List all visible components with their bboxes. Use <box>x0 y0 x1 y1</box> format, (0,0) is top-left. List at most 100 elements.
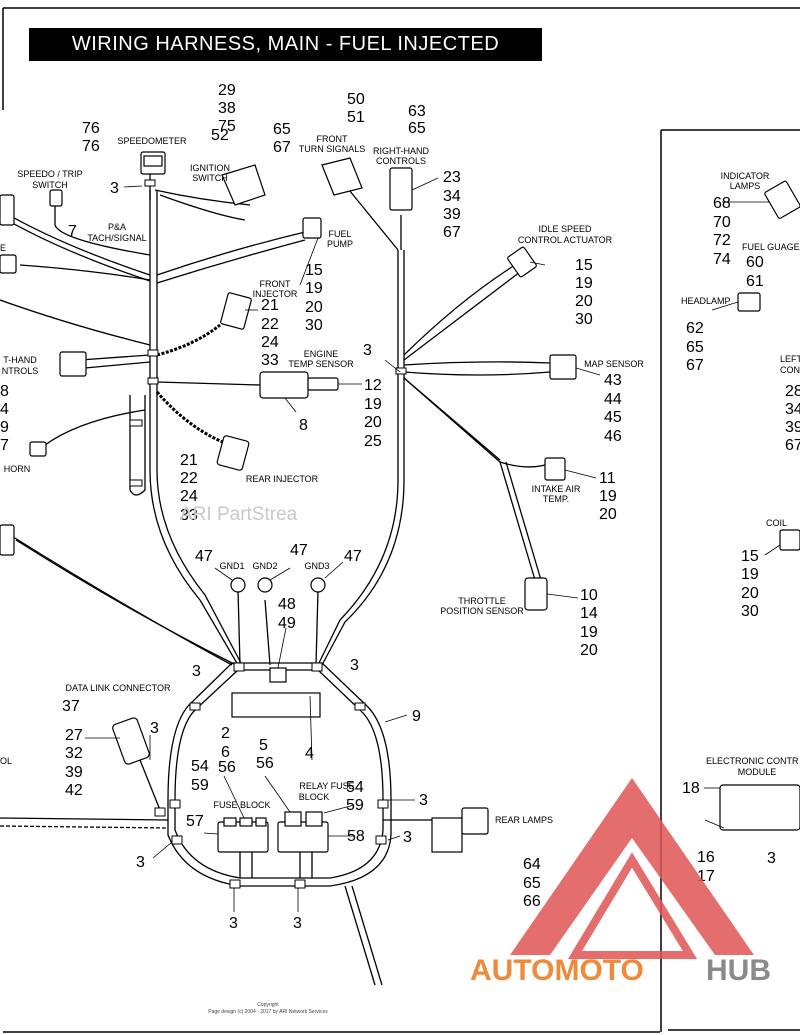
callout-et-20: 20 <box>364 414 382 431</box>
callout-relay-54: 54 <box>346 779 364 796</box>
callout-gnd-47b: 47 <box>290 542 308 559</box>
callout-50: 50 <box>347 91 365 108</box>
callout-lh-8: 8 <box>0 383 9 400</box>
callout-lc-28: 28 <box>785 383 800 400</box>
callout-relay-58: 58 <box>347 828 365 845</box>
label-ignition-switch-1: IGNITION <box>190 163 230 173</box>
callout-76b: 76 <box>82 138 100 155</box>
callout-75: 75 <box>218 118 236 135</box>
label-rear-lamps: REAR LAMPS <box>495 815 553 825</box>
callout-et-12: 12 <box>364 377 382 394</box>
callout-is-19: 19 <box>575 275 593 292</box>
callout-tps-20: 20 <box>580 642 598 659</box>
label-idle-speed-2: CONTROL ACTUATOR <box>518 235 613 245</box>
label-speedo-trip-switch-2: SWITCH <box>32 180 68 190</box>
callout-coil-30: 30 <box>741 603 759 620</box>
component-labels: SPEEDOMETER SPEEDO / TRIP SWITCH IGNITIO… <box>0 134 800 825</box>
label-ecm-2: MODULE <box>738 767 777 777</box>
label-indicator-lamps-1: INDICATOR <box>721 171 770 181</box>
callout-speedo-3: 3 <box>110 180 119 197</box>
callout-iat-11: 11 <box>599 470 616 487</box>
label-relay-fuse-block-1: RELAY FUSE <box>299 781 354 791</box>
label-left-controls-2: CON <box>780 365 800 375</box>
callout-et-19: 19 <box>364 396 382 413</box>
logo-triangle-icon <box>510 778 754 955</box>
callout-dlc-27: 27 <box>65 727 83 744</box>
callout-is-15: 15 <box>575 257 593 274</box>
callout-52: 52 <box>211 127 229 144</box>
callout-fp-30: 30 <box>305 317 323 334</box>
callout-fuse-56: 56 <box>218 759 236 776</box>
callout-ecm-16: 16 <box>697 849 715 866</box>
callout-2: 2 <box>221 725 230 742</box>
callout-ecm-18: 18 <box>682 780 700 797</box>
callout-63: 63 <box>408 103 426 120</box>
callout-center-3: 3 <box>363 342 372 359</box>
callout-rl-64: 64 <box>523 856 541 873</box>
callout-38: 38 <box>218 100 236 117</box>
callout-9: 9 <box>412 708 421 725</box>
label-front-turn-signals-2: TURN SIGNALS <box>299 144 366 154</box>
callout-dlc-39: 39 <box>65 764 83 781</box>
label-ecm-1: ELECTRONIC CONTR <box>706 756 799 766</box>
label-partial-e: E <box>0 243 6 253</box>
logo-inner-triangle-icon <box>567 852 698 959</box>
callout-relay-59: 59 <box>346 797 364 814</box>
callout-speedo-7: 7 <box>68 223 77 240</box>
callout-29: 29 <box>218 82 236 99</box>
callout-rl-65: 65 <box>523 875 541 892</box>
label-gnd1: GND1 <box>219 561 244 571</box>
callout-67: 67 <box>273 139 291 156</box>
label-gnd2: GND2 <box>252 561 277 571</box>
callout-et-8: 8 <box>299 417 308 434</box>
callout-rh-23: 23 <box>443 169 461 186</box>
label-throttle-2: POSITION SENSOR <box>440 606 524 616</box>
label-rear-injector: REAR INJECTOR <box>246 474 319 484</box>
callout-map-45: 45 <box>604 409 622 426</box>
wire-clips <box>129 179 407 889</box>
frame-lines <box>2 7 800 1033</box>
label-partial-ol: OL <box>0 756 12 766</box>
callout-fp-15: 15 <box>305 262 323 279</box>
callout-tps-14: 14 <box>580 605 598 622</box>
callout-bottom-3d: 3 <box>293 915 302 932</box>
callout-numbers: 29 38 75 52 50 51 63 65 65 67 76 76 3 7 … <box>0 82 800 932</box>
callout-fuse-57: 57 <box>186 813 204 830</box>
callout-lc-39: 39 <box>785 419 800 436</box>
label-gnd3: GND3 <box>304 561 329 571</box>
label-fuel-pump-1: FUEL <box>328 229 351 239</box>
callout-6: 6 <box>221 744 230 761</box>
brand-text-part1: AUTOMOTO <box>470 954 644 987</box>
label-front-injector-2: INJECTOR <box>253 289 298 299</box>
callout-fg-60: 60 <box>746 254 764 271</box>
label-intake-air-2: TEMP. <box>543 494 569 504</box>
label-map-sensor: MAP SENSOR <box>584 359 644 369</box>
callout-il-70: 70 <box>713 214 731 231</box>
callout-hl-62: 62 <box>686 320 704 337</box>
label-speedo-trip-switch-1: SPEEDO / TRIP <box>17 169 82 179</box>
callout-48: 48 <box>278 596 296 613</box>
callout-rh-34: 34 <box>443 188 461 205</box>
callout-is-20: 20 <box>575 293 593 310</box>
callout-fg-61: 61 <box>746 273 764 290</box>
label-fuse-block: FUSE BLOCK <box>213 800 270 810</box>
callout-loop-3-right: 3 <box>350 657 359 674</box>
callout-right-3a: 3 <box>419 792 428 809</box>
callout-iat-19: 19 <box>599 488 617 505</box>
callout-hl-67: 67 <box>686 357 704 374</box>
label-front-injector-1: FRONT <box>260 279 291 289</box>
label-data-link-connector: DATA LINK CONNECTOR <box>65 683 171 693</box>
callout-fuse-54: 54 <box>191 758 209 775</box>
copyright-line-1: Copyright <box>257 1002 279 1008</box>
callout-49: 49 <box>278 615 296 632</box>
callout-fi-22: 22 <box>261 316 279 333</box>
leader-lines <box>85 177 781 912</box>
callout-et-25: 25 <box>364 433 382 450</box>
callout-fi-24: 24 <box>261 334 279 351</box>
callout-65b: 65 <box>273 121 291 138</box>
callout-fuse-59: 59 <box>191 777 209 794</box>
label-right-hand-controls-1: RIGHT-HAND <box>373 146 430 156</box>
callout-bottom-3a: 3 <box>136 854 145 871</box>
